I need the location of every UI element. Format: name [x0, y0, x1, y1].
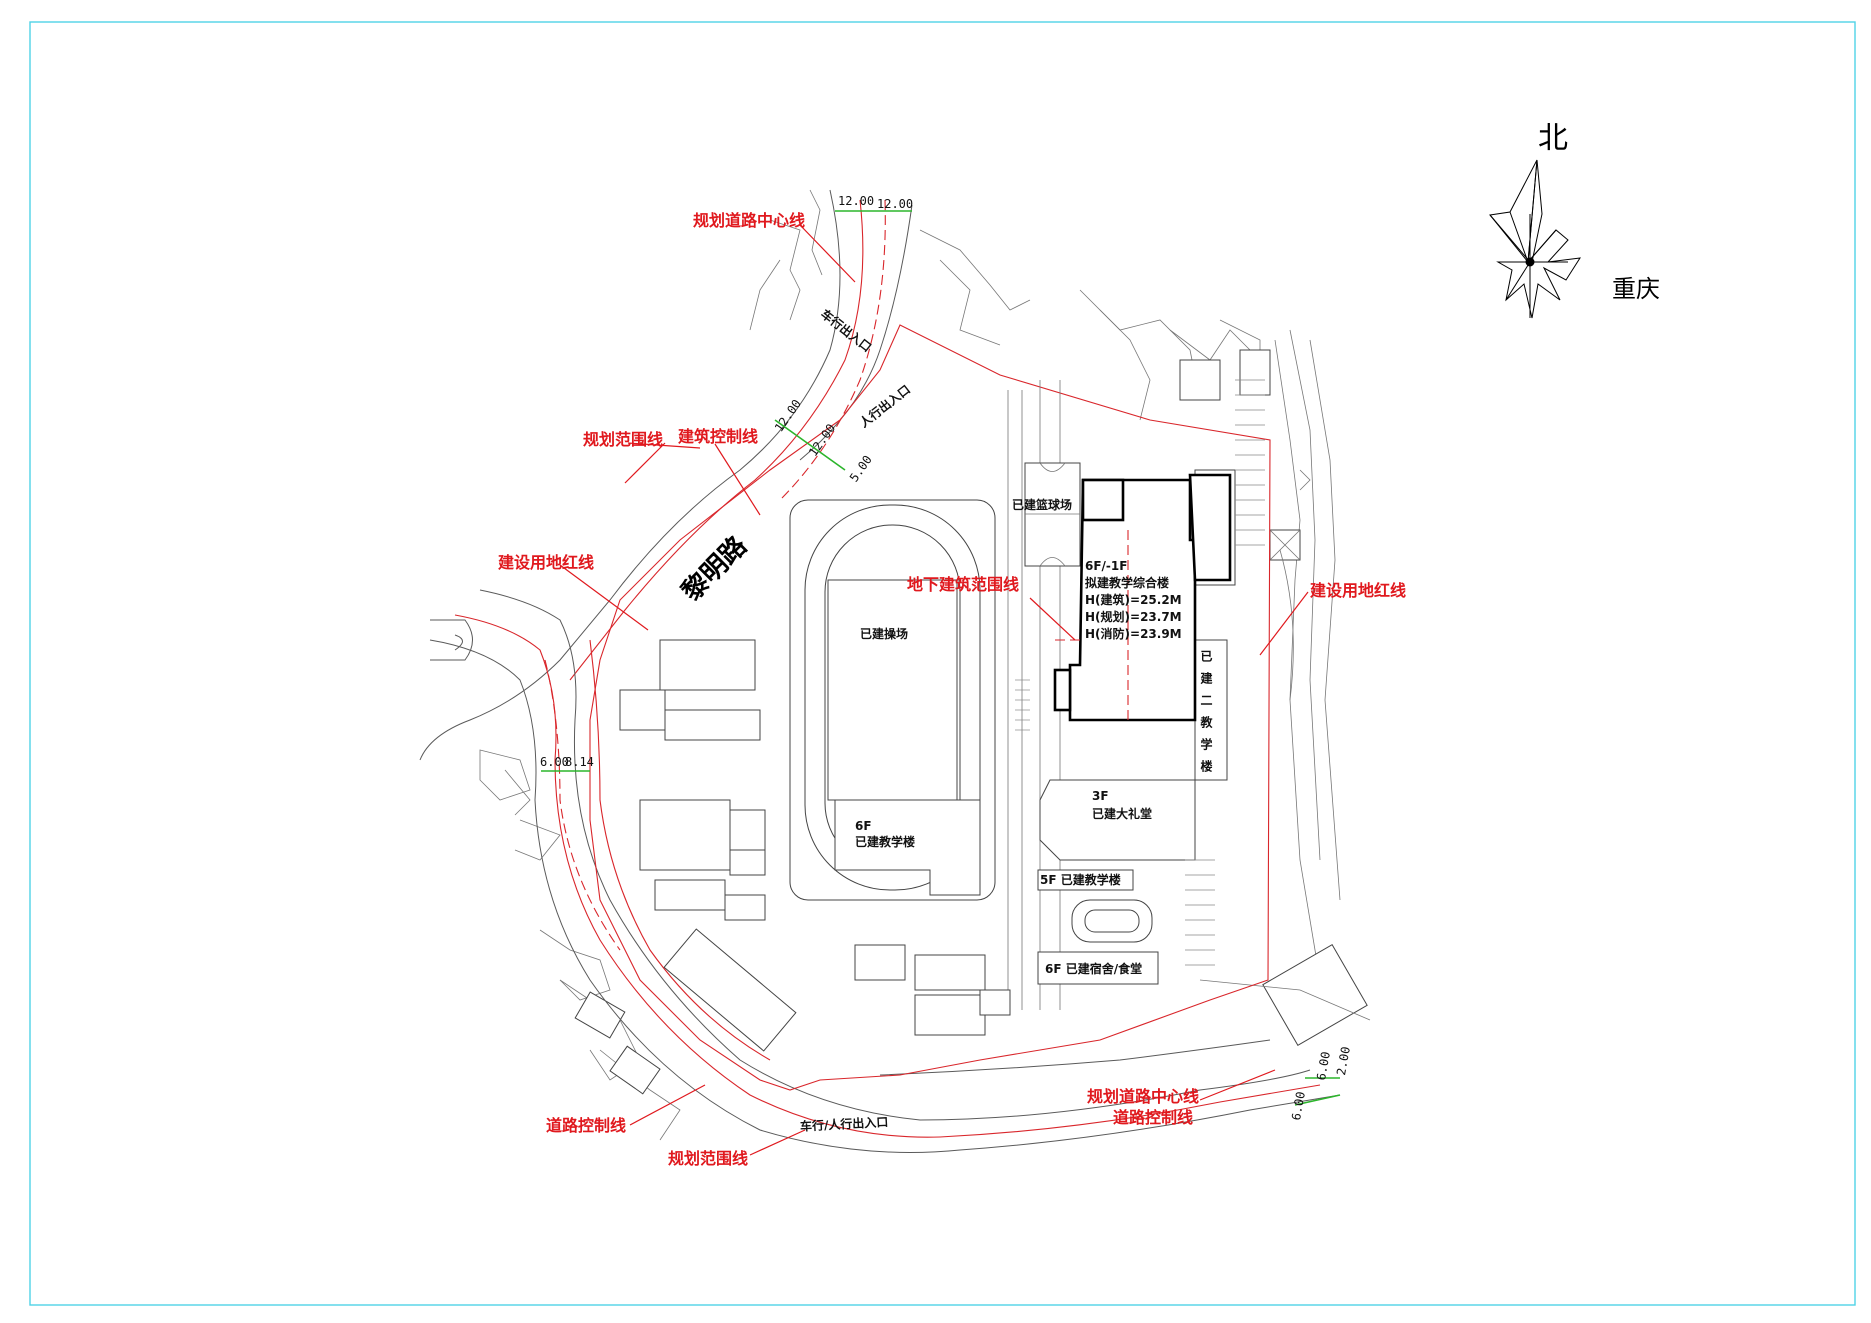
label-road-control-bottom: 道路控制线	[1113, 1108, 1193, 1127]
teaching-5f-label: 5F 已建教学楼	[1040, 872, 1121, 887]
dorm-label: 6F 已建宿舍/食堂	[1045, 961, 1142, 976]
roads	[419, 189, 1341, 1153]
auditorium-label: 已建大礼堂	[1092, 806, 1152, 821]
svg-text:H(建筑)=25.2M: H(建筑)=25.2M	[1085, 592, 1182, 607]
vehicle-entrance-label: 车行出入口	[818, 306, 875, 355]
svg-text:H(规划)=23.7M: H(规划)=23.7M	[1085, 609, 1182, 624]
dimension-lines	[541, 210, 1341, 1106]
label-build-control: 建筑控制线	[678, 427, 758, 446]
city-label: 重庆	[1612, 275, 1660, 303]
svg-text:6F/-1F: 6F/-1F	[1085, 559, 1127, 573]
dim-right-b: 2.00	[1334, 1045, 1353, 1076]
north-compass: 北 重庆	[1489, 121, 1660, 319]
label-road-center-top: 规划道路中心线	[693, 211, 805, 230]
label-plan-range-bottom: 规划范围线	[668, 1149, 748, 1168]
dim-mid-c: 5.00	[847, 453, 875, 485]
label-road-center-bottom: 规划道路中心线	[1087, 1087, 1199, 1106]
leader-arrows	[559, 224, 1309, 1156]
site-red-line	[589, 324, 1271, 1091]
dim-right-a: 6.00	[1314, 1050, 1333, 1081]
dim-left-b: 8.14	[565, 755, 594, 769]
label-underground: 地下建筑范围线	[907, 575, 1019, 594]
road-name: 黎明路	[676, 530, 754, 608]
auditorium-floors: 3F	[1092, 789, 1109, 803]
compass-rose-icon	[1489, 159, 1581, 319]
svg-text:拟建教学综合楼: 拟建教学综合楼	[1085, 575, 1169, 590]
campus-structures	[619, 379, 1265, 1052]
teaching-6f-label: 已建教学楼	[855, 834, 915, 849]
teaching-building-2-label: 已建二教学楼	[1199, 650, 1213, 782]
proposed-building-label: 6F/-1F 拟建教学综合楼 H(建筑)=25.2M H(规划)=23.7M H…	[1085, 559, 1182, 641]
track-label: 已建操场	[860, 626, 908, 641]
basketball-court-label: 已建篮球场	[1012, 497, 1072, 512]
dim-top-b: 12.00	[877, 197, 913, 211]
north-label: 北	[1538, 121, 1568, 156]
dim-left-a: 6.00	[540, 755, 569, 769]
label-plan-range-left: 规划范围线	[583, 430, 663, 449]
label-red-line-left: 建设用地红线	[498, 553, 594, 572]
teaching-6f-floors: 6F	[855, 819, 872, 833]
proposed-building	[1053, 473, 1232, 722]
label-road-control-left: 道路控制线	[546, 1116, 626, 1135]
label-red-line-right: 建设用地红线	[1310, 581, 1406, 600]
dim-top-a: 12.00	[838, 194, 874, 208]
drawing-frame	[29, 21, 1856, 1306]
dim-right-c: 6.00	[1289, 1090, 1308, 1121]
mixed-entrance-label: 车行/人行出入口	[800, 1114, 889, 1134]
svg-text:H(消防)=23.9M: H(消防)=23.9M	[1085, 626, 1182, 641]
